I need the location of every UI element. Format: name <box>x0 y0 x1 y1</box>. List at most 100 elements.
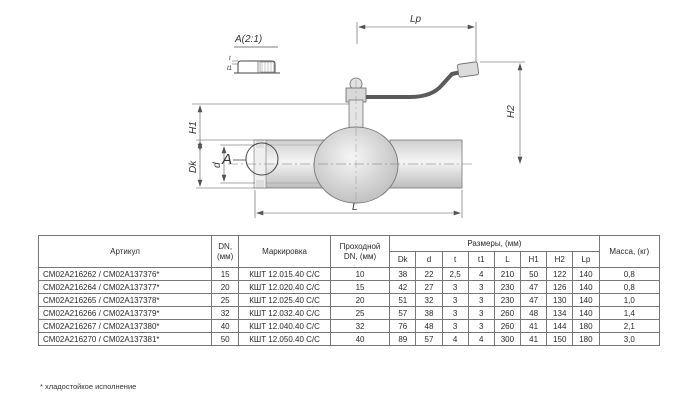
header-article: Артикул <box>37 235 213 268</box>
cell-dn: 20 <box>211 280 240 294</box>
cell-h2: 126 <box>546 280 574 294</box>
header-dn: DN, (мм) <box>211 235 240 268</box>
cell-mass: 0,8 <box>598 280 660 294</box>
cell-mass: 1,0 <box>598 293 660 307</box>
cell-h2: 130 <box>546 293 574 307</box>
cell-dk: 89 <box>389 332 417 346</box>
cell-article: CM02A216270 / CM02A137381* <box>37 332 213 346</box>
cell-marking: КШТ 12.050.40 С/С <box>238 332 331 346</box>
cell-d: 32 <box>415 293 443 307</box>
cell-h2: 150 <box>546 332 574 346</box>
cell-d: 57 <box>415 332 443 346</box>
cell-l: 300 <box>493 332 522 346</box>
cell-h1: 47 <box>519 293 548 307</box>
cell-h2: 144 <box>546 319 574 333</box>
cell-h1: 47 <box>519 280 548 294</box>
header-sizes: Размеры, (мм) <box>389 235 600 252</box>
cell-marking: КШТ 12.040.40 С/С <box>238 319 331 333</box>
dimension-l-label: L <box>352 202 358 213</box>
cell-l: 260 <box>493 306 522 320</box>
cell-bore: 15 <box>329 280 391 294</box>
cell-dk: 38 <box>389 267 417 281</box>
cell-t: 4 <box>441 332 469 346</box>
cell-d: 27 <box>415 280 443 294</box>
footnote: * хладостойкое исполнение <box>40 382 137 391</box>
cell-bore: 10 <box>329 267 391 281</box>
cell-lp: 140 <box>572 267 600 281</box>
cell-t: 3 <box>441 319 469 333</box>
table-row: CM02A216262 / CM02A137376* 15 КШТ 12.015… <box>37 267 660 281</box>
dimension-h1-label: H1 <box>188 121 199 134</box>
cell-dn: 15 <box>211 267 240 281</box>
subheader-dk: Dk <box>389 251 417 268</box>
header-mass: Масса, (кг) <box>598 235 660 268</box>
cell-d: 38 <box>415 306 443 320</box>
subheader-lp: Lp <box>572 251 600 268</box>
cell-dn: 32 <box>211 306 240 320</box>
cell-marking: КШТ 12.020.40 С/С <box>238 280 331 294</box>
cell-mass: 0,8 <box>598 267 660 281</box>
cell-dk: 42 <box>389 280 417 294</box>
subheader-h1: H1 <box>519 251 548 268</box>
detail-label-t: t <box>229 56 231 62</box>
dimension-h2 <box>480 61 525 164</box>
cell-bore: 40 <box>329 332 391 346</box>
table-row: CM02A216265 / CM02A137378* 25 КШТ 12.025… <box>37 293 660 307</box>
table-row: CM02A216264 / CM02A137377* 20 КШТ 12.020… <box>37 280 660 294</box>
cell-t: 2,5 <box>441 267 469 281</box>
cell-marking: КШТ 12.025.40 С/С <box>238 293 331 307</box>
detail-label-t1: t1 <box>227 66 232 72</box>
dimension-dk-d <box>196 139 255 189</box>
cell-lp: 140 <box>572 293 600 307</box>
table-subheader-row: Dk d t t1 L H1 H2 Lp <box>39 251 660 268</box>
cell-lp: 180 <box>572 332 600 346</box>
cell-marking: КШТ 12.015.40 С/С <box>238 267 331 281</box>
cell-l: 210 <box>493 267 522 281</box>
subheader-d: d <box>415 251 443 268</box>
table-row: CM02A216267 / CM02A137380* 40 КШТ 12.040… <box>37 319 660 333</box>
cell-d: 22 <box>415 267 443 281</box>
dimension-d-label: d <box>212 162 223 168</box>
cell-d: 48 <box>415 319 443 333</box>
cell-article: CM02A216266 / CM02A137379* <box>37 306 213 320</box>
cell-t1: 3 <box>467 293 495 307</box>
section-a-label: A <box>221 151 232 168</box>
cell-mass: 1,4 <box>598 306 660 320</box>
cell-bore: 32 <box>329 319 391 333</box>
subheader-t1: t1 <box>467 251 495 268</box>
cell-article: CM02A216264 / CM02A137377* <box>37 280 213 294</box>
cell-bore: 25 <box>329 306 391 320</box>
cell-t1: 4 <box>467 267 495 281</box>
header-bore: Проходной DN, (мм) <box>329 235 391 268</box>
cell-t: 3 <box>441 293 469 307</box>
cell-h1: 50 <box>519 267 548 281</box>
cell-lp: 140 <box>572 280 600 294</box>
table-row: CM02A216270 / CM02A137381* 50 КШТ 12.050… <box>37 332 660 346</box>
cell-l: 230 <box>493 293 522 307</box>
cell-h1: 41 <box>519 332 548 346</box>
section-a-circle <box>245 142 279 176</box>
header-marking: Маркировка <box>238 235 331 268</box>
table-row: CM02A216266 / CM02A137379* 32 КШТ 12.032… <box>37 306 660 320</box>
cell-t: 3 <box>441 280 469 294</box>
cell-t1: 3 <box>467 306 495 320</box>
cell-l: 230 <box>493 280 522 294</box>
specification-table: Артикул DN, (мм) Маркировка Проходной DN… <box>37 235 660 346</box>
cell-dn: 50 <box>211 332 240 346</box>
valve-handle <box>345 61 480 103</box>
cell-lp: 180 <box>572 319 600 333</box>
cell-dk: 51 <box>389 293 417 307</box>
cell-h1: 48 <box>519 306 548 320</box>
cell-dn: 25 <box>211 293 240 307</box>
cell-marking: КШТ 12.032.40 С/С <box>238 306 331 320</box>
cell-bore: 20 <box>329 293 391 307</box>
cell-l: 260 <box>493 319 522 333</box>
subheader-h2: H2 <box>546 251 574 268</box>
dimension-l <box>254 190 463 218</box>
cell-dk: 57 <box>389 306 417 320</box>
detail-title: A(2:1) <box>234 34 262 45</box>
cell-dk: 76 <box>389 319 417 333</box>
cell-t1: 3 <box>467 319 495 333</box>
dimension-lp-label: Lp <box>410 14 422 25</box>
